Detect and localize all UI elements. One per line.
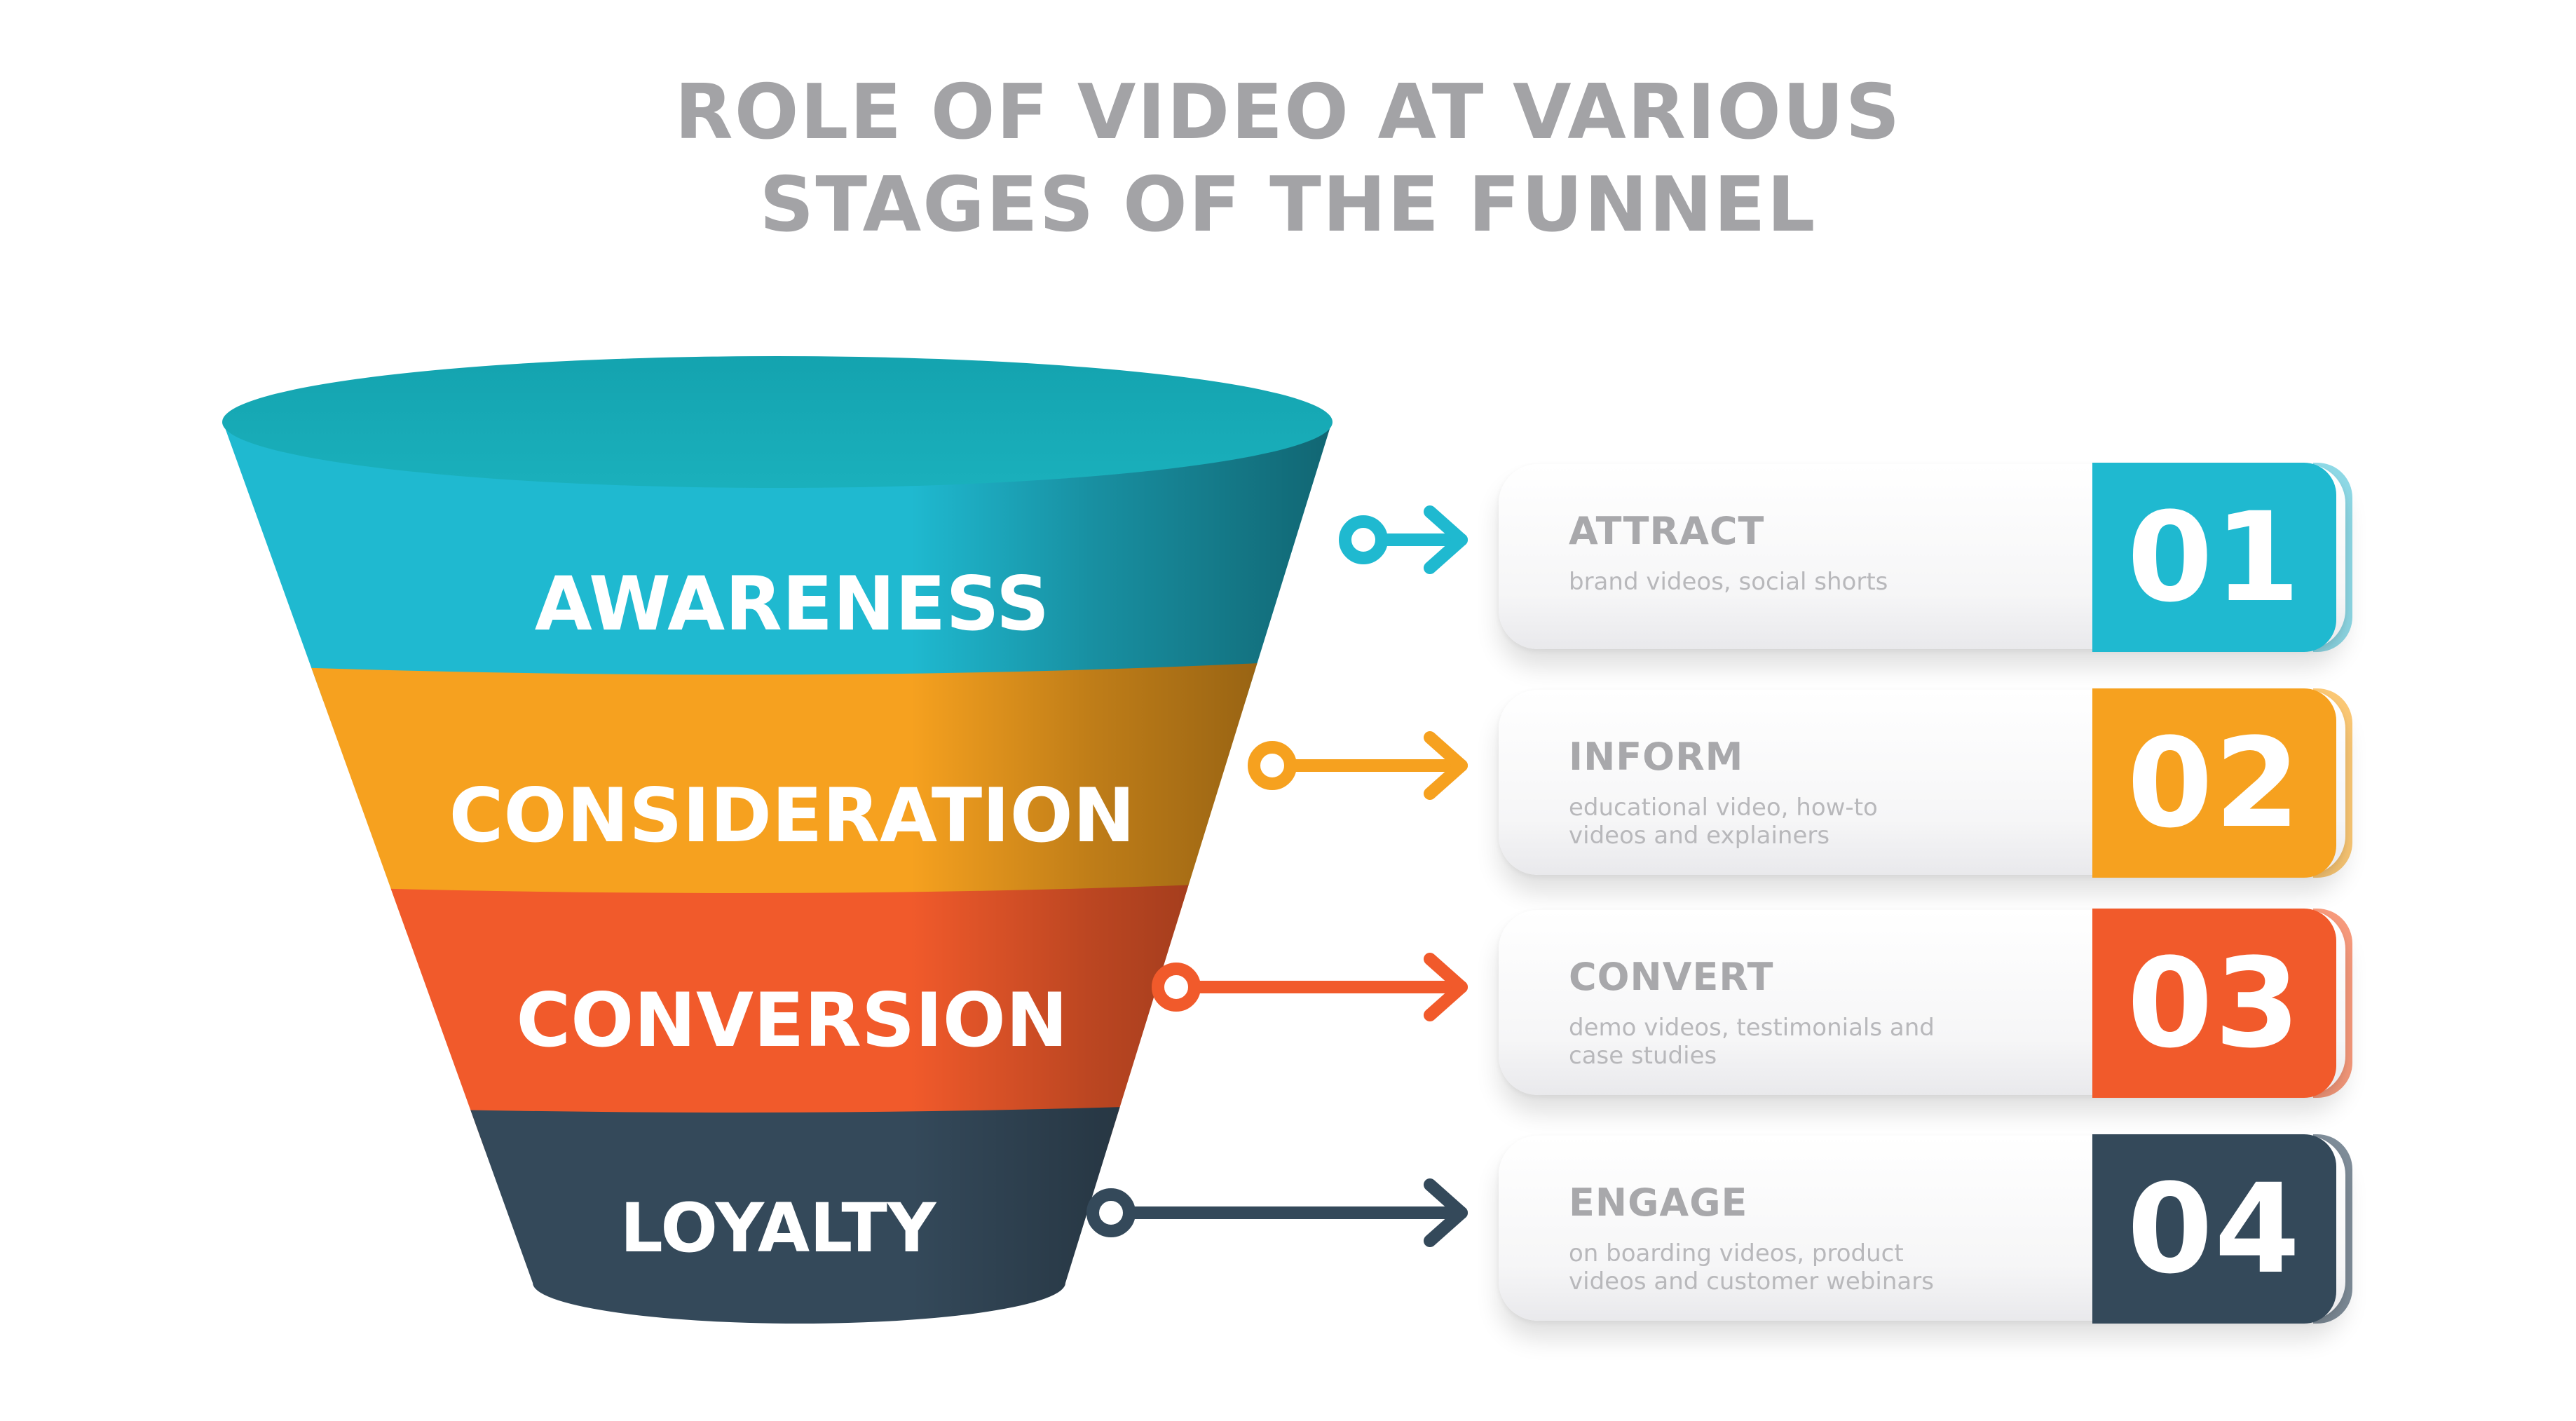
funnel-label-conversion: CONVERSION [516,977,1068,1063]
connector-arrow-1 [1339,505,1468,574]
connector-arrow-3 [1152,953,1468,1021]
arrow-right-icon [1424,731,1468,800]
connector-arrow-2 [1248,731,1468,800]
card-title: ENGAGE [1569,1181,1748,1225]
card-title: ATTRACT [1569,509,1765,553]
connector-arrow-4 [1086,1178,1468,1247]
title-line-2: STAGES OF THE FUNNEL [759,161,1817,249]
number-badge-04: 04 [2092,1134,2336,1324]
number-badge-02: 02 [2092,688,2336,878]
number-badge-01: 01 [2092,463,2336,652]
page-title: ROLE OF VIDEO AT VARIOUS STAGES OF THE F… [0,67,2576,252]
funnel-label-consideration: CONSIDERATION [449,773,1136,859]
funnel-top-rim [222,356,1333,488]
number-badge-03: 03 [2092,909,2336,1098]
arrow-right-icon [1424,953,1468,1021]
card-description: demo videos, testimonials and case studi… [1569,1014,1935,1070]
arrow-right-icon [1424,505,1468,574]
funnel-label-awareness: AWARENESS [535,561,1050,647]
card-title: CONVERT [1569,955,1774,999]
funnel-label-loyalty: LOYALTY [620,1189,937,1267]
title-line-1: ROLE OF VIDEO AT VARIOUS [674,69,1902,156]
card-title: INFORM [1569,735,1744,779]
card-description: brand videos, social shorts [1569,568,1888,596]
card-description: educational video, how-to videos and exp… [1569,794,1878,850]
card-description: on boarding videos, product videos and c… [1569,1239,1934,1296]
arrow-right-icon [1424,1178,1468,1247]
